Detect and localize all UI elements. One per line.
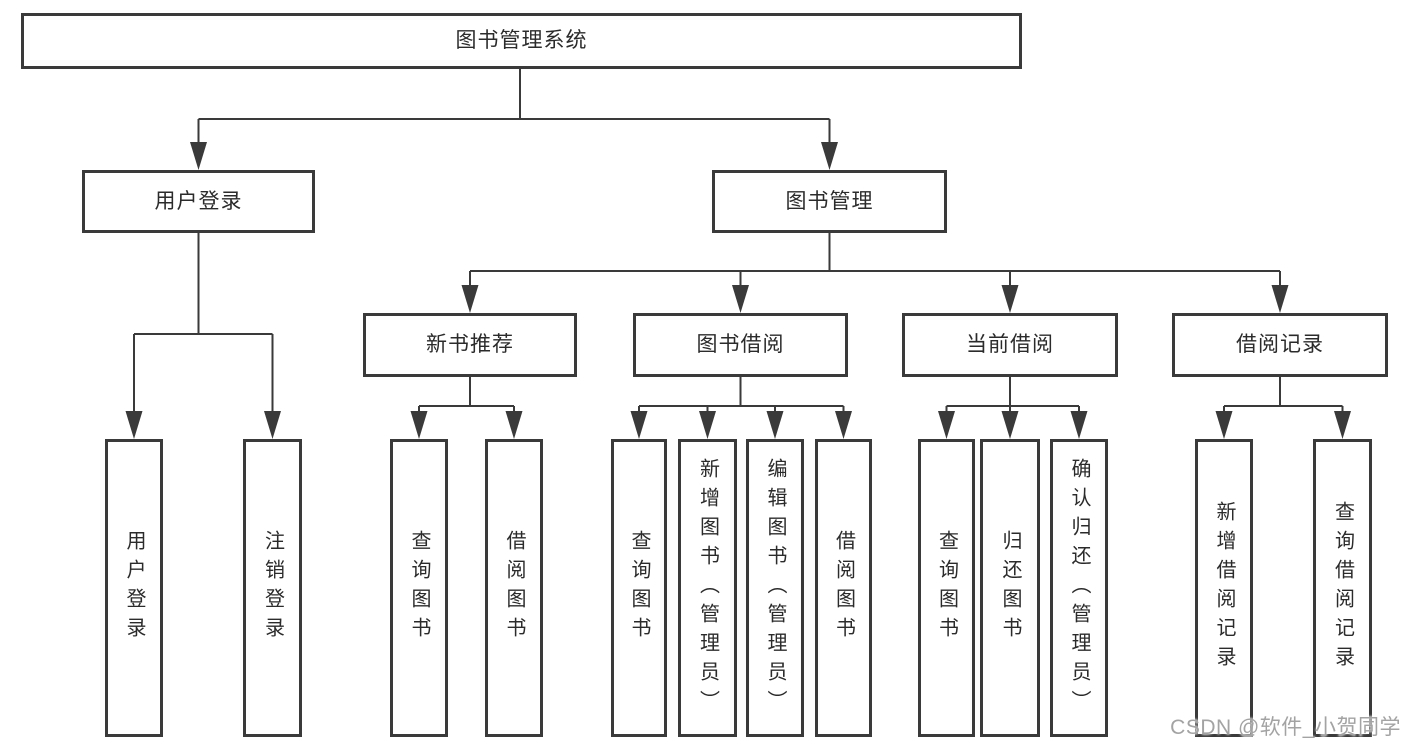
leaf-query-books-borrow: 查询图书 bbox=[611, 439, 667, 737]
leaf-borrow-books: 借阅图书 bbox=[815, 439, 872, 737]
leaf-user-login: 用户登录 bbox=[105, 439, 163, 737]
node-new-book-recommend: 新书推荐 bbox=[363, 313, 577, 377]
node-borrowing-records: 借阅记录 bbox=[1172, 313, 1388, 377]
node-current-borrowing: 当前借阅 bbox=[902, 313, 1118, 377]
leaf-logout: 注销登录 bbox=[243, 439, 302, 737]
leaf-borrow-books-recommend: 借阅图书 bbox=[485, 439, 543, 737]
leaf-query-books-current: 查询图书 bbox=[918, 439, 975, 737]
watermark-text: CSDN @软件_小贺同学 bbox=[1170, 716, 1401, 739]
leaf-confirm-return-admin: 确认归还（管理员） bbox=[1050, 439, 1108, 737]
leaf-return-books: 归还图书 bbox=[980, 439, 1040, 737]
leaf-query-borrow-record: 查询借阅记录 bbox=[1313, 439, 1372, 737]
leaf-query-books-recommend: 查询图书 bbox=[390, 439, 448, 737]
leaf-add-borrow-record: 新增借阅记录 bbox=[1195, 439, 1253, 737]
node-root-system: 图书管理系统 bbox=[21, 13, 1022, 69]
node-book-management: 图书管理 bbox=[712, 170, 947, 233]
node-book-borrowing: 图书借阅 bbox=[633, 313, 848, 377]
leaf-edit-books-admin: 编辑图书（管理员） bbox=[746, 439, 804, 737]
leaf-add-books-admin: 新增图书（管理员） bbox=[678, 439, 737, 737]
node-user-login: 用户登录 bbox=[82, 170, 315, 233]
